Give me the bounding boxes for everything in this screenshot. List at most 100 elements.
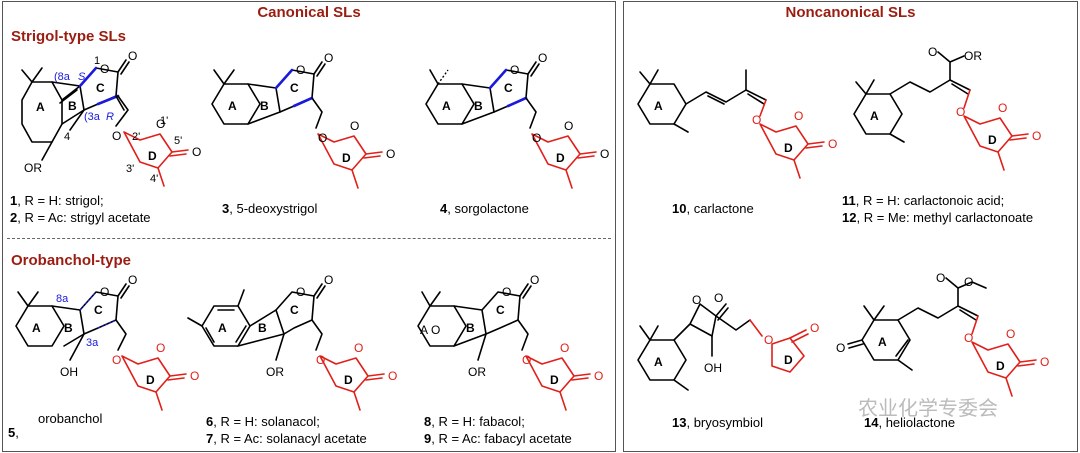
ring-a-label: A xyxy=(442,99,451,113)
atom-o: O xyxy=(1032,129,1041,143)
ring-b-label: B xyxy=(258,321,267,335)
atom-o: O xyxy=(752,113,761,127)
epoxide-o: O xyxy=(431,323,440,337)
atom-o: O xyxy=(112,353,121,367)
atom-o: O xyxy=(794,109,803,123)
atom-o: O xyxy=(530,273,539,287)
atom-o: O xyxy=(386,147,395,161)
noncanonical-title: Noncanonical SLs xyxy=(785,4,916,21)
atom-o: O xyxy=(828,137,837,151)
caption-compound-11: 11, R = H: carlactonoic acid; xyxy=(842,193,1005,208)
substituent-or: OR xyxy=(266,365,284,379)
substituent-or: OR xyxy=(24,161,42,175)
atom-o: O xyxy=(350,119,359,133)
caption-compound-7: 7, R = Ac: solanacyl acetate xyxy=(206,431,367,446)
atom-o: O xyxy=(600,147,609,161)
atom-o: O xyxy=(324,51,333,65)
position-4: 4 xyxy=(64,131,70,143)
position-1: 1 xyxy=(94,55,100,67)
ring-a-label: A xyxy=(654,99,663,113)
caption-compound-13: 13, bryosymbiol xyxy=(672,415,764,430)
ring-d-label: D xyxy=(988,133,997,147)
atom-o: O xyxy=(532,131,541,145)
atom-o: O xyxy=(156,341,165,355)
position-2p: 2' xyxy=(132,131,140,143)
position-5p: 5' xyxy=(174,135,182,147)
ring-b-label: B xyxy=(466,321,475,335)
noncanonical-panel: Noncanonical SLs xyxy=(623,1,1078,452)
caption-compound-5: 5, xyxy=(8,425,19,440)
caption-orobanchol-name: orobanchol xyxy=(38,411,103,426)
caption-compound-14: 14, heliolactone xyxy=(864,415,956,430)
strigol-section-title: Strigol-type SLs xyxy=(11,28,127,45)
atom-o: O xyxy=(764,333,773,347)
caption-compound-8: 8, R = H: fabacol; xyxy=(424,414,525,429)
ring-c-label: C xyxy=(290,303,299,317)
atom-o: O xyxy=(836,341,845,355)
position-3a: 3a xyxy=(86,337,99,349)
caption-compound-4: 4, sorgolactone xyxy=(440,201,529,216)
atom-o: O xyxy=(316,353,325,367)
ring-a-label: A xyxy=(32,321,41,335)
position-8a: 8a xyxy=(56,293,69,305)
atom-o: O xyxy=(388,369,397,383)
atom-o: O xyxy=(502,285,511,299)
position-3p: 3' xyxy=(126,163,134,175)
canonical-panel: Canonical SLs Strigol-type SLs Orobancho… xyxy=(2,1,616,452)
atom-o: O xyxy=(956,105,965,119)
atom-o: O xyxy=(190,369,199,383)
atom-o: O xyxy=(594,369,603,383)
position-4p: 4' xyxy=(150,173,158,185)
atom-o: O xyxy=(128,49,137,63)
ring-a-label: A xyxy=(878,335,887,349)
epoxide-label: A xyxy=(420,323,428,337)
position-8a: (8a xyxy=(54,71,71,83)
ring-d-label: D xyxy=(784,353,793,367)
orobanchol-section-title: Orobanchol-type xyxy=(11,252,132,269)
ring-b-label: B xyxy=(68,99,77,113)
atom-o: O xyxy=(100,285,109,299)
ring-b-label: B xyxy=(260,99,269,113)
atom-o: O xyxy=(510,63,519,77)
ring-c-label: C xyxy=(496,303,505,317)
atom-o: O xyxy=(112,129,121,143)
atom-o: O xyxy=(936,271,945,285)
position-1p: 1' xyxy=(160,115,168,127)
stereo-s: S xyxy=(78,71,86,83)
atom-o: O xyxy=(156,117,165,131)
caption-compound-2: 2, R = Ac: strigyl acetate xyxy=(10,210,151,225)
atom-o: O xyxy=(296,63,305,77)
substituent-or: OR xyxy=(964,49,982,63)
ring-b-label: B xyxy=(474,99,483,113)
caption-compound-1: 1, R = H: strigol; xyxy=(10,193,104,208)
ring-c-label: C xyxy=(290,81,299,95)
atom-o: O xyxy=(928,45,937,59)
caption-compound-9: 9, R = Ac: fabacyl acetate xyxy=(424,431,572,446)
substituent-or: OR xyxy=(468,365,486,379)
atom-o: O xyxy=(296,285,305,299)
atom-o: O xyxy=(128,273,137,287)
caption-compound-6: 6, R = H: solanacol; xyxy=(206,414,320,429)
substituent-oh: OH xyxy=(704,361,722,375)
atom-o: O xyxy=(1040,355,1049,369)
canonical-title: Canonical SLs xyxy=(257,4,361,21)
atom-o: O xyxy=(1006,327,1015,341)
atom-o: O xyxy=(714,291,723,305)
caption-compound-3: 3, 5-deoxystrigol xyxy=(222,201,318,216)
atom-o: O xyxy=(522,353,531,367)
atom-o: O xyxy=(354,341,363,355)
atom-o: O xyxy=(324,273,333,287)
position-3a: (3a xyxy=(84,111,101,123)
ring-d-label: D xyxy=(148,149,157,163)
atom-o: O xyxy=(564,119,573,133)
ring-b-label: B xyxy=(64,321,73,335)
ring-d-label: D xyxy=(556,151,565,165)
